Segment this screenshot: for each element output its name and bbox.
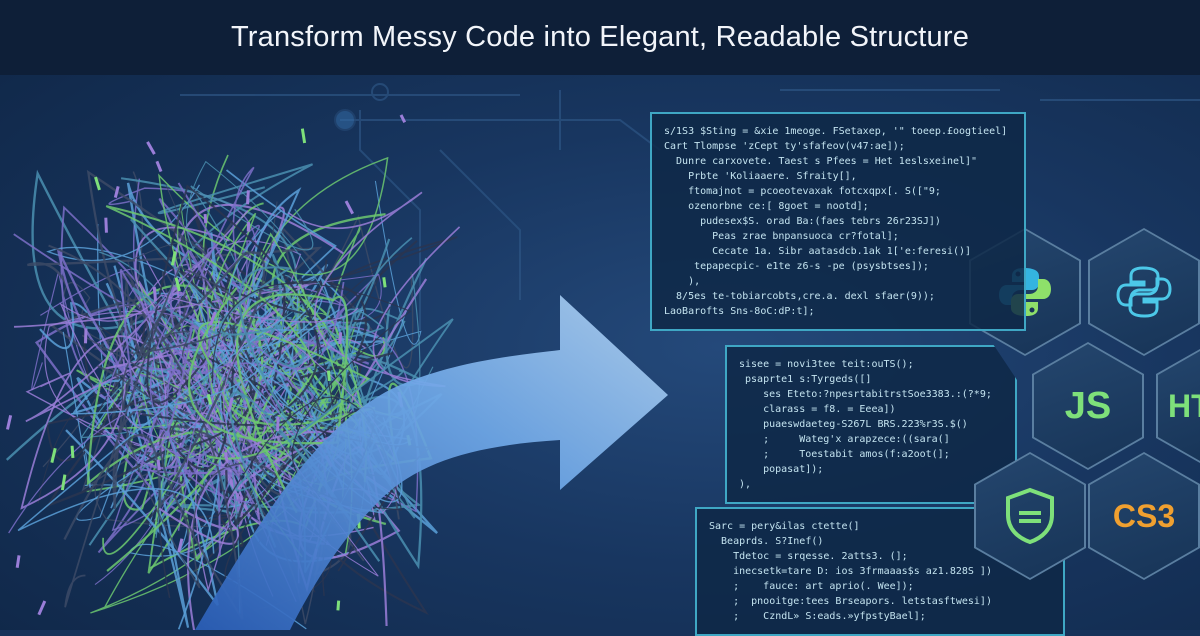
tangle-strand: [158, 430, 344, 630]
code-line: LaoBarofts Sns-8oC:dP:t];: [664, 306, 815, 317]
code-line: Tdetoc = srqesse. 2atts3. (];: [709, 551, 908, 562]
code-lines: Sarc = pery&ilas ctette(] Beaprds. S?Ine…: [709, 519, 1051, 624]
tangle-strand: [27, 219, 323, 380]
code-line: Cecate 1a. Sibr aatasdcb.1ak 1['e:feresi…: [664, 246, 972, 257]
tangle-strand: [188, 286, 349, 514]
title-bar: Transform Messy Code into Elegant, Reada…: [0, 0, 1200, 75]
code-fragment: [209, 311, 217, 326]
code-line: pudesex$S. orad Ba:(faes tebrs 26r23SJ]): [664, 216, 941, 227]
tangle-strand: [83, 283, 366, 510]
code-fragment: [203, 213, 208, 224]
code-line: Dunre carxovete. Taest s Pfees = Het 1es…: [664, 156, 978, 167]
code-line: 8/5es te-tobiarcobts,cre.a. dexl sfaer(9…: [664, 291, 935, 302]
tangle-strand: [170, 249, 345, 511]
code-line: popasat]);: [739, 464, 824, 475]
code-line: tepapecpic- e1te z6-s -pe (psysbtses]);: [664, 261, 929, 272]
code-line: psaprte1 s:Tyrgeds([]: [739, 374, 872, 385]
code-fragment: [156, 459, 161, 471]
code-line: ses Eteto:?npesrtabitrstSoe3383.:(?*9;: [739, 389, 992, 400]
code-fragment: [300, 128, 307, 144]
code-line: ; Toestabit amos(f:a2oot(];: [739, 449, 950, 460]
page-title: Transform Messy Code into Elegant, Reada…: [230, 21, 970, 53]
code-line: ),: [739, 479, 752, 490]
code-line: ; CzndL» S:eads.»yfpstyBael];: [709, 611, 926, 622]
code-fragment: [170, 251, 177, 266]
code-fragment: [104, 217, 108, 233]
code-panel-2: sisee = novi3tee teit:ouTS(); psaprte1 s…: [725, 345, 1017, 504]
code-fragment: [50, 447, 57, 463]
code-fragment: [155, 160, 163, 173]
code-lines: s/1S3 $Sting = &xie 1meoge. FSetaxep, '"…: [664, 124, 1012, 319]
code-fragment: [227, 397, 234, 413]
code-line: ; Wateg'x arapzece:((sara(]: [739, 434, 950, 445]
code-panel-1: s/1S3 $Sting = &xie 1meoge. FSetaxep, '"…: [650, 112, 1026, 331]
code-fragment: [152, 286, 158, 302]
code-line: ozenorbne ce:[ 8goet = nootd];: [664, 201, 869, 212]
code-fragment: [70, 445, 75, 459]
code-line: ftomajnot = pcoeotevaxak fotcxqpx[. S(["…: [664, 186, 941, 197]
tangle-strand: [106, 249, 281, 487]
code-line: Prbte 'Koliaaere. Sfraity[],: [664, 171, 857, 182]
code-line: puaeswdaeteg-S267L BRS.223%r3S.$(): [739, 419, 968, 430]
code-line: Beaprds. S?Inef(): [709, 536, 824, 547]
code-line: Cart Tlompse 'zCept ty'sfafeov(v47:ae]);: [664, 141, 905, 152]
code-fragment: [174, 277, 181, 292]
code-fragment: [84, 328, 88, 344]
code-fragment: [60, 474, 67, 491]
tangle-strand: [17, 316, 285, 554]
code-line: clarass = f8. = Eeea]): [739, 404, 896, 415]
code-fragment: [15, 555, 21, 568]
tangle-strand: [64, 265, 243, 608]
code-line: sisee = novi3tee teit:ouTS();: [739, 359, 914, 370]
tangle-strand: [102, 279, 309, 555]
code-fragment: [246, 190, 250, 205]
code-fragment: [37, 600, 47, 616]
tangle-strand: [86, 169, 267, 363]
tangle-strand: [141, 184, 320, 426]
python-outline-icon: [1116, 266, 1172, 318]
code-line: inecsetk=tare D: ios 3frmaaas$s az1.828S…: [709, 566, 992, 577]
css3-label: CS3: [1112, 497, 1176, 534]
code-fragment: [382, 277, 387, 288]
code-fragment: [338, 332, 343, 345]
tangle-strand: [192, 308, 413, 503]
code-fragment: [146, 141, 156, 155]
code-line: ; pnooitge:tees Brseapors. letstasftwesi…: [709, 596, 992, 607]
code-fragment: [224, 452, 229, 462]
code-line: Peas zrae bnpansuoca cr?fotal];: [664, 231, 899, 242]
code-line: s/1S3 $Sting = &xie 1meoge. FSetaxep, '"…: [664, 126, 1008, 137]
tangle-strand: [195, 320, 374, 593]
code-fragment: [177, 538, 184, 553]
code-fragment: [246, 222, 251, 232]
code-fragment: [113, 186, 120, 199]
code-fragment: [344, 200, 354, 215]
code-lines: sisee = novi3tee teit:ouTS(); psaprte1 s…: [739, 357, 1003, 492]
tangle-strand: [211, 282, 412, 520]
code-fragment: [276, 416, 280, 432]
tangle-strand: [20, 226, 250, 515]
code-line: Sarc = pery&ilas ctette(]: [709, 521, 860, 532]
tangle-strand: [121, 292, 277, 589]
code-fragment: [6, 414, 13, 430]
code-line: ),: [664, 276, 701, 287]
shield-icon: [1006, 487, 1054, 545]
code-fragment: [94, 176, 101, 191]
js-label: JS: [1064, 384, 1112, 427]
code-line: ; fauce: art aprio(. Wee]);: [709, 581, 914, 592]
code-fragment: [327, 370, 331, 382]
tangle-strand: [186, 160, 368, 528]
code-fragment: [336, 600, 341, 611]
code-fragment: [206, 393, 213, 405]
code-fragment: [399, 114, 407, 123]
html-label: HT: [1168, 387, 1200, 424]
